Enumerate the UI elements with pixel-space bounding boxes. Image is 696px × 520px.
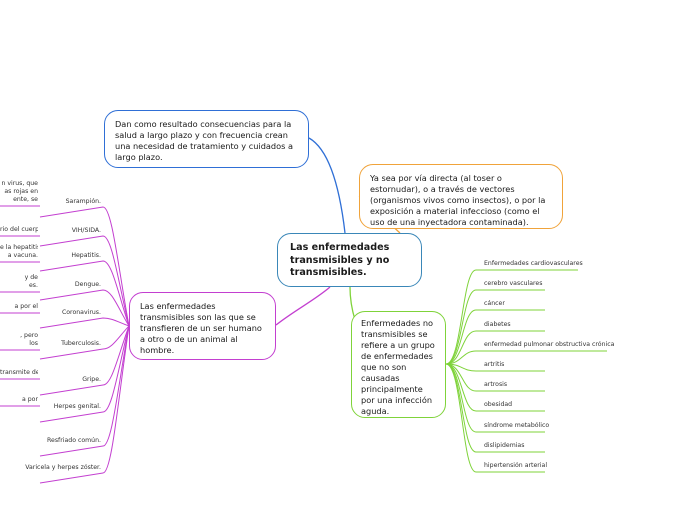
consequences-node-text: Dan como resultado consecuencias para la… [115,119,293,162]
left-leaf-line [39,317,130,329]
left-subleaf-fragment: y de es. [24,274,38,289]
right-leaf-label[interactable]: hipertensión arterial [484,462,548,469]
left-subleaf-fragment: e la hepatitis a vacuna. [0,244,38,259]
left-leaf-label[interactable]: Sarampión. [65,198,101,205]
right-leaf-line [445,363,545,412]
communicable-diseases-node-text: Las enfermedades transmisibles son las q… [140,301,262,355]
left-leaf-label[interactable]: Dengue. [74,281,101,288]
communicable-diseases-node[interactable]: Las enfermedades transmisibles son las q… [129,292,276,360]
left-leaf-label[interactable]: Gripe. [82,376,101,383]
right-leaf-label[interactable]: artrosis [484,381,508,388]
connector-left [275,286,331,326]
right-leaf-label[interactable]: dislipidemias [484,442,525,449]
right-leaf-line [445,289,545,365]
left-leaf-label[interactable]: Herpes genital. [53,403,101,410]
transmission-routes-node-text: Ya sea por vía directa (al toser o estor… [370,173,546,227]
left-leaf-line [39,289,130,327]
transmission-routes-node[interactable]: Ya sea por vía directa (al toser o estor… [359,164,563,229]
left-subleaf-fragment: , pero los [20,332,38,347]
connector-top [308,137,346,234]
central-topic[interactable]: Las enfermedades transmisibles y no tran… [277,233,422,287]
right-leaf-label[interactable]: Enfermedades cardiovasculares [484,260,583,267]
left-leaf-label[interactable]: Varicela y herpes zóster. [25,464,101,471]
left-subleaf-fragment: rio del cuerpo [0,226,38,233]
noncommunicable-diseases-node[interactable]: Enfermedades no transmisibles se refiere… [351,311,446,418]
right-leaf-label[interactable]: diabetes [484,321,511,328]
left-leaf-line [39,325,130,396]
right-leaf-line [445,363,545,372]
left-leaf-line [39,325,130,457]
left-subleaf-fragment: a por el [14,303,38,310]
left-leaf-line [39,325,130,423]
right-leaf-line [445,309,545,365]
right-leaf-label[interactable]: obesidad [484,401,513,408]
left-subleaf-fragment: transmite de [0,369,38,376]
left-leaf-line [39,260,130,327]
right-branches [445,269,607,473]
consequences-node[interactable]: Dan como resultado consecuencias para la… [104,110,309,168]
left-leaf-line [39,206,130,327]
right-leaf-label[interactable]: cáncer [484,300,505,307]
left-leaf-line [39,325,130,484]
left-branches [0,205,130,484]
right-leaf-line [445,330,545,365]
left-leaf-label[interactable]: Coronavirus. [61,309,101,316]
left-leaf-label[interactable]: Hepatitis. [71,252,101,259]
right-leaf-label[interactable]: artritis [484,361,505,368]
left-leaf-line [39,235,130,327]
noncommunicable-diseases-node-text: Enfermedades no transmisibles se refiere… [361,318,435,416]
left-subleaf-fragment: n virus, que as rojas en ente, se [1,180,38,203]
right-leaf-line [445,350,607,365]
right-leaf-label[interactable]: cerebro vasculares [484,280,543,287]
central-topic-text: Las enfermedades transmisibles y no tran… [290,242,390,278]
left-leaf-label[interactable]: Resfriado común. [47,437,101,444]
left-leaf-label[interactable]: Tuberculosis. [61,340,101,347]
right-leaf-label[interactable]: síndrome metabólico [484,422,550,429]
left-leaf-label[interactable]: VIH/SIDA. [71,227,101,234]
right-leaf-line [445,269,578,365]
right-leaf-line [445,363,545,473]
left-leaf-line [39,325,130,360]
right-leaf-label[interactable]: enfermedad pulmonar obstructiva crónica [484,341,615,348]
left-subleaf-fragment: a por [21,396,38,403]
